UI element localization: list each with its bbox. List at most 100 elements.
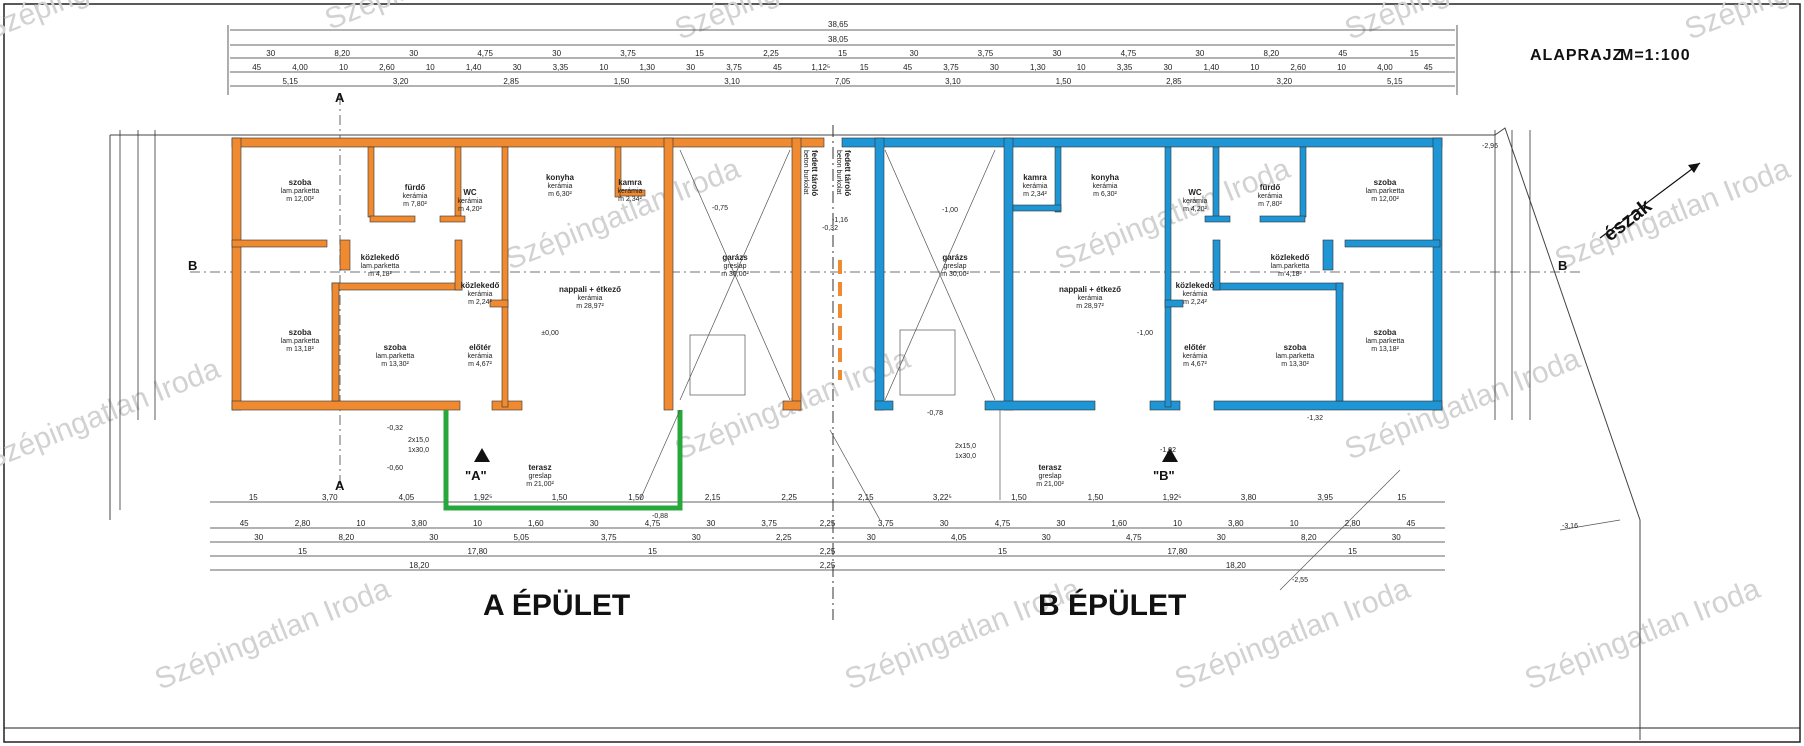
dim-top-row5-value: 5,15	[282, 77, 298, 86]
building-a-room-name: szoba	[289, 178, 312, 187]
dim-top-row4-value: 3,35	[553, 63, 569, 72]
dim-top-row4-value: 3,35	[1117, 63, 1133, 72]
building-a-room-name: fürdő	[405, 183, 426, 192]
level-value: -1,02	[1160, 447, 1176, 454]
building-b-room-area: m 6,30²	[1093, 191, 1117, 198]
dim-bottom-row3-value: 4,75	[1126, 533, 1142, 542]
dim-bottom-row3-value: 30	[429, 533, 438, 542]
building-a-room-name: terasz	[528, 463, 551, 472]
dim-bottom-row1-value: 1,92⁵	[474, 493, 493, 502]
dim-top-row4-value: 10	[1250, 63, 1259, 72]
stair-note-a: 2x15,0	[408, 437, 429, 444]
dim-bottom-row1-value: 4,05	[399, 493, 415, 502]
dim-bottom-row2-value: 30	[706, 519, 715, 528]
dim-top-row5-value: 1,50	[1056, 77, 1072, 86]
level-value: -1,16	[832, 217, 848, 224]
storage-a-name: fedett tároló	[810, 150, 819, 196]
dim-bottom-row2-value: 3,80	[411, 519, 427, 528]
building-b-room-name: terasz	[1038, 463, 1061, 472]
north-arrow-line	[1599, 162, 1701, 239]
watermark: Szépingatlan Iroda	[1340, 0, 1585, 46]
dim-bottom-row1-value: 15	[1397, 493, 1406, 502]
building-b-room-floor: lam.parketta	[1276, 353, 1315, 360]
section-b-marker	[1162, 448, 1178, 462]
building-a-room-area: m 13,30²	[381, 361, 409, 368]
building-b-room-name: kamra	[1023, 173, 1047, 182]
dim-inner: 38,05	[828, 35, 849, 44]
building-b-room-floor: greslap	[1039, 473, 1062, 480]
axis-b-label-left: B	[188, 258, 197, 273]
level-value: -0,32	[387, 425, 403, 432]
building-b-room-area: m 4,18²	[1278, 271, 1302, 278]
level-value: -1,00	[1137, 330, 1153, 337]
dim-bottom-row4-value: 2,25	[820, 547, 836, 556]
dim-bottom-row4-value: 15	[298, 547, 307, 556]
dim-top-row4-value: 1,30	[639, 63, 655, 72]
building-a-room-name: kamra	[618, 178, 642, 187]
dim-top-row3-value: 3,75	[978, 49, 994, 58]
dim-bottom-row3-value: 5,05	[513, 533, 529, 542]
building-a-room-area: m 7,80²	[403, 201, 427, 208]
stair-note-b: 2x15,0	[955, 443, 976, 450]
building-a-room-floor: greslap	[529, 473, 552, 480]
dim-bottom-row4-value: 15	[998, 547, 1007, 556]
dim-top-row3-value: 30	[1195, 49, 1204, 58]
building-b-room-area: m 21,00²	[1036, 481, 1064, 488]
dim-bottom-row1-value: 2,15	[858, 493, 874, 502]
dim-bottom-row1-value: 3,80	[1241, 493, 1257, 502]
dim-bottom-row3-value: 8,20	[1301, 533, 1317, 542]
dim-bottom-row2-value: 45	[1406, 519, 1415, 528]
dim-top-row4-value: 45	[1424, 63, 1433, 72]
plan-title: ALAPRAJZ	[1530, 47, 1623, 64]
building-a-room-name: előtér	[469, 343, 491, 352]
building-b-walls	[841, 137, 1443, 411]
watermark: Szépingatlan Iroda	[1520, 572, 1765, 696]
building-a-room-name: szoba	[289, 328, 312, 337]
building-a-room-area: m 21,00²	[526, 481, 554, 488]
dim-top-row4-value: 4,00	[292, 63, 308, 72]
building-a-room-area: m 4,18²	[368, 271, 392, 278]
watermark: Szépingatlan Iroda	[1680, 0, 1804, 46]
dim-top-row5-value: 2,85	[503, 77, 519, 86]
building-a-room-area: m 2,34²	[618, 196, 642, 203]
dim-top-row4-value: 30	[1163, 63, 1172, 72]
section-b-label: "B"	[1153, 468, 1175, 483]
watermark: Szépingatlan Iroda	[0, 352, 225, 476]
dim-top-row4-value: 1,40	[1204, 63, 1220, 72]
dim-top-row3-value: 30	[910, 49, 919, 58]
dim-top-row3-value: 30	[1052, 49, 1061, 58]
site-lines	[639, 409, 1621, 591]
plan-scale: M=1:100	[1620, 47, 1691, 64]
dim-bottom-row3-value: 30	[867, 533, 876, 542]
building-b-room-area: m 2,34²	[1023, 191, 1047, 198]
building-b-room-area: m 4,67²	[1183, 361, 1207, 368]
dim-bottom-row1-value: 3,22⁵	[933, 493, 952, 502]
storage-b-floor: beton burkolat	[835, 150, 842, 194]
dim-bottom-row2-value: 3,75	[761, 519, 777, 528]
building-a-room-area: m 6,30²	[548, 191, 572, 198]
dim-bottom-row2-value: 10	[473, 519, 482, 528]
dim-top-row5-value: 5,15	[1387, 77, 1403, 86]
dim-top-row5-value: 3,20	[393, 77, 409, 86]
building-b-room-floor: lam.parketta	[1366, 188, 1405, 195]
dim-bottom-row2-value: 30	[940, 519, 949, 528]
dim-top-row4-value: 45	[252, 63, 261, 72]
dim-bottom-row2-value: 2,25	[820, 519, 836, 528]
watermark: Szépingatlan Iroda	[150, 572, 395, 696]
building-a-room-floor: kerámia	[548, 183, 573, 190]
dim-top-row3-value: 4,75	[477, 49, 493, 58]
level-value: -1,00	[942, 207, 958, 214]
dim-top-row3-value: 2,25	[763, 49, 779, 58]
building-b-room-floor: lam.parketta	[1271, 263, 1310, 270]
watermark: Szépingatlan Iroda	[0, 0, 225, 46]
dim-bottom-row3-value: 30	[1392, 533, 1401, 542]
level-value: ±0,00	[541, 330, 559, 337]
building-a-room-name: szoba	[384, 343, 407, 352]
building-b-title: B ÉPÜLET	[1038, 588, 1186, 622]
top-dimension-lines	[227, 25, 1458, 95]
